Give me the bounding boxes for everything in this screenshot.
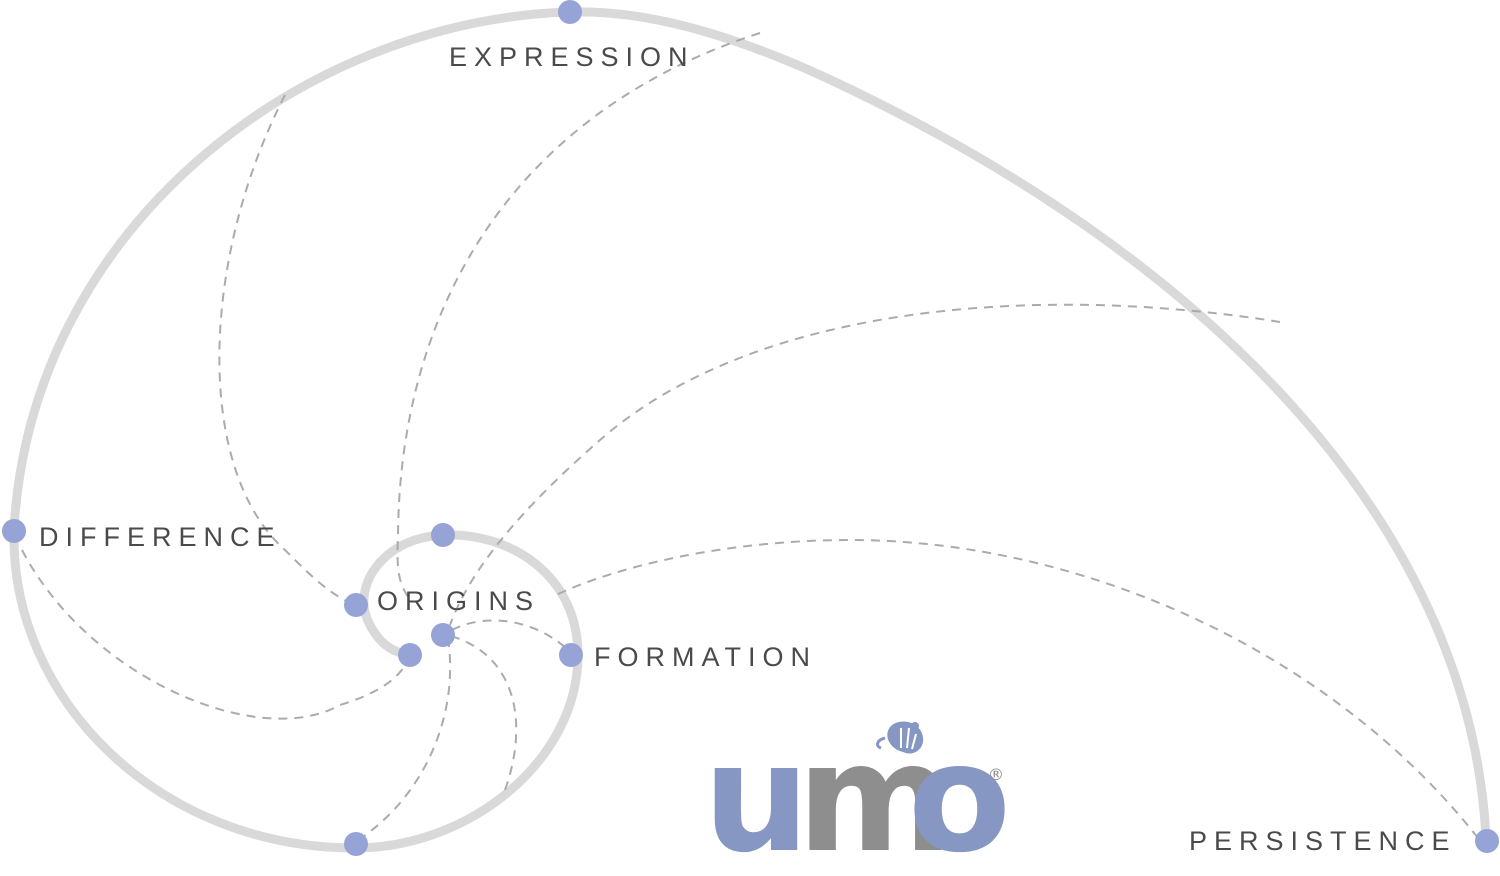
node-spiral-end [398,643,422,667]
nautilus-shell-icon [876,721,924,754]
logo-letter-o: o [908,712,1011,876]
node-center [431,623,455,647]
rib-lower-right [442,633,518,791]
label-expression: EXPRESSION [449,42,695,72]
rib-persistence [555,538,1479,839]
logo-letter-m: m [797,712,953,876]
registered-mark: ® [988,765,1004,784]
rib-lower-bottom [357,637,452,841]
label-formation: FORMATION [594,642,817,672]
umio-logo: u m o ® [703,712,1011,876]
node-difference [2,519,26,543]
rib-difference [21,549,411,720]
node-formation [559,643,583,667]
label-origins: ORIGINS [377,586,540,616]
rib-upper-left [218,94,356,606]
node-spiral-top [431,523,455,547]
rib-formation [451,619,569,651]
label-difference: DIFFERENCE [39,522,282,552]
rib-upper-right [449,303,1281,626]
node-origins [344,593,368,617]
rib-expression [396,32,761,601]
node-bottom [344,832,368,856]
node-expression [558,0,582,24]
logo-letter-u: u [703,712,810,876]
label-persistence: PERSISTENCE [1189,826,1457,856]
node-persistence [1475,829,1499,853]
